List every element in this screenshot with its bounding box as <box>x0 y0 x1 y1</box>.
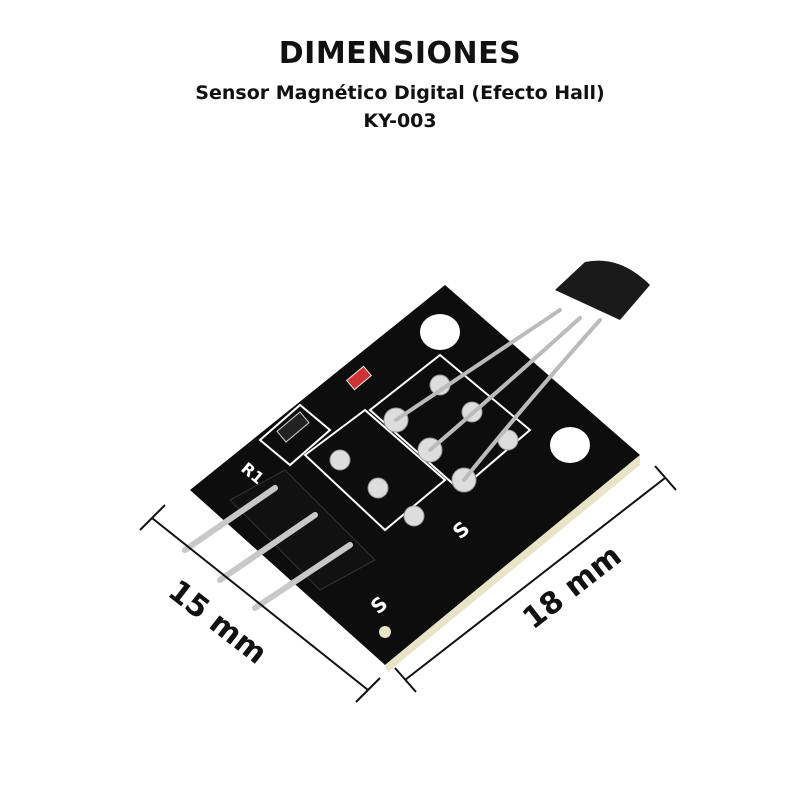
sensor-leg <box>394 308 562 422</box>
mounting-hole <box>420 314 460 350</box>
model-number: KY-003 <box>363 110 437 132</box>
silk-outline <box>258 403 332 467</box>
pcb-marker <box>379 626 391 638</box>
resistor <box>276 411 310 443</box>
pad <box>329 449 351 471</box>
dimension-line-length <box>404 477 666 681</box>
sensor-leg <box>462 318 602 482</box>
product-subtitle: Sensor Magnético Digital (Efecto Hall) <box>195 82 605 104</box>
pin-header <box>182 469 376 611</box>
sensor-leg <box>428 316 582 452</box>
page-title: DIMENSIONES <box>278 36 522 71</box>
pcb-edge <box>385 455 640 672</box>
silk-outline <box>303 408 447 532</box>
dimension-line-width <box>151 517 369 691</box>
led <box>346 365 372 391</box>
pad <box>367 477 389 499</box>
hall-sensor <box>555 260 650 320</box>
silk-outline <box>368 353 532 492</box>
mounting-hole <box>550 427 590 463</box>
pad <box>403 505 425 527</box>
